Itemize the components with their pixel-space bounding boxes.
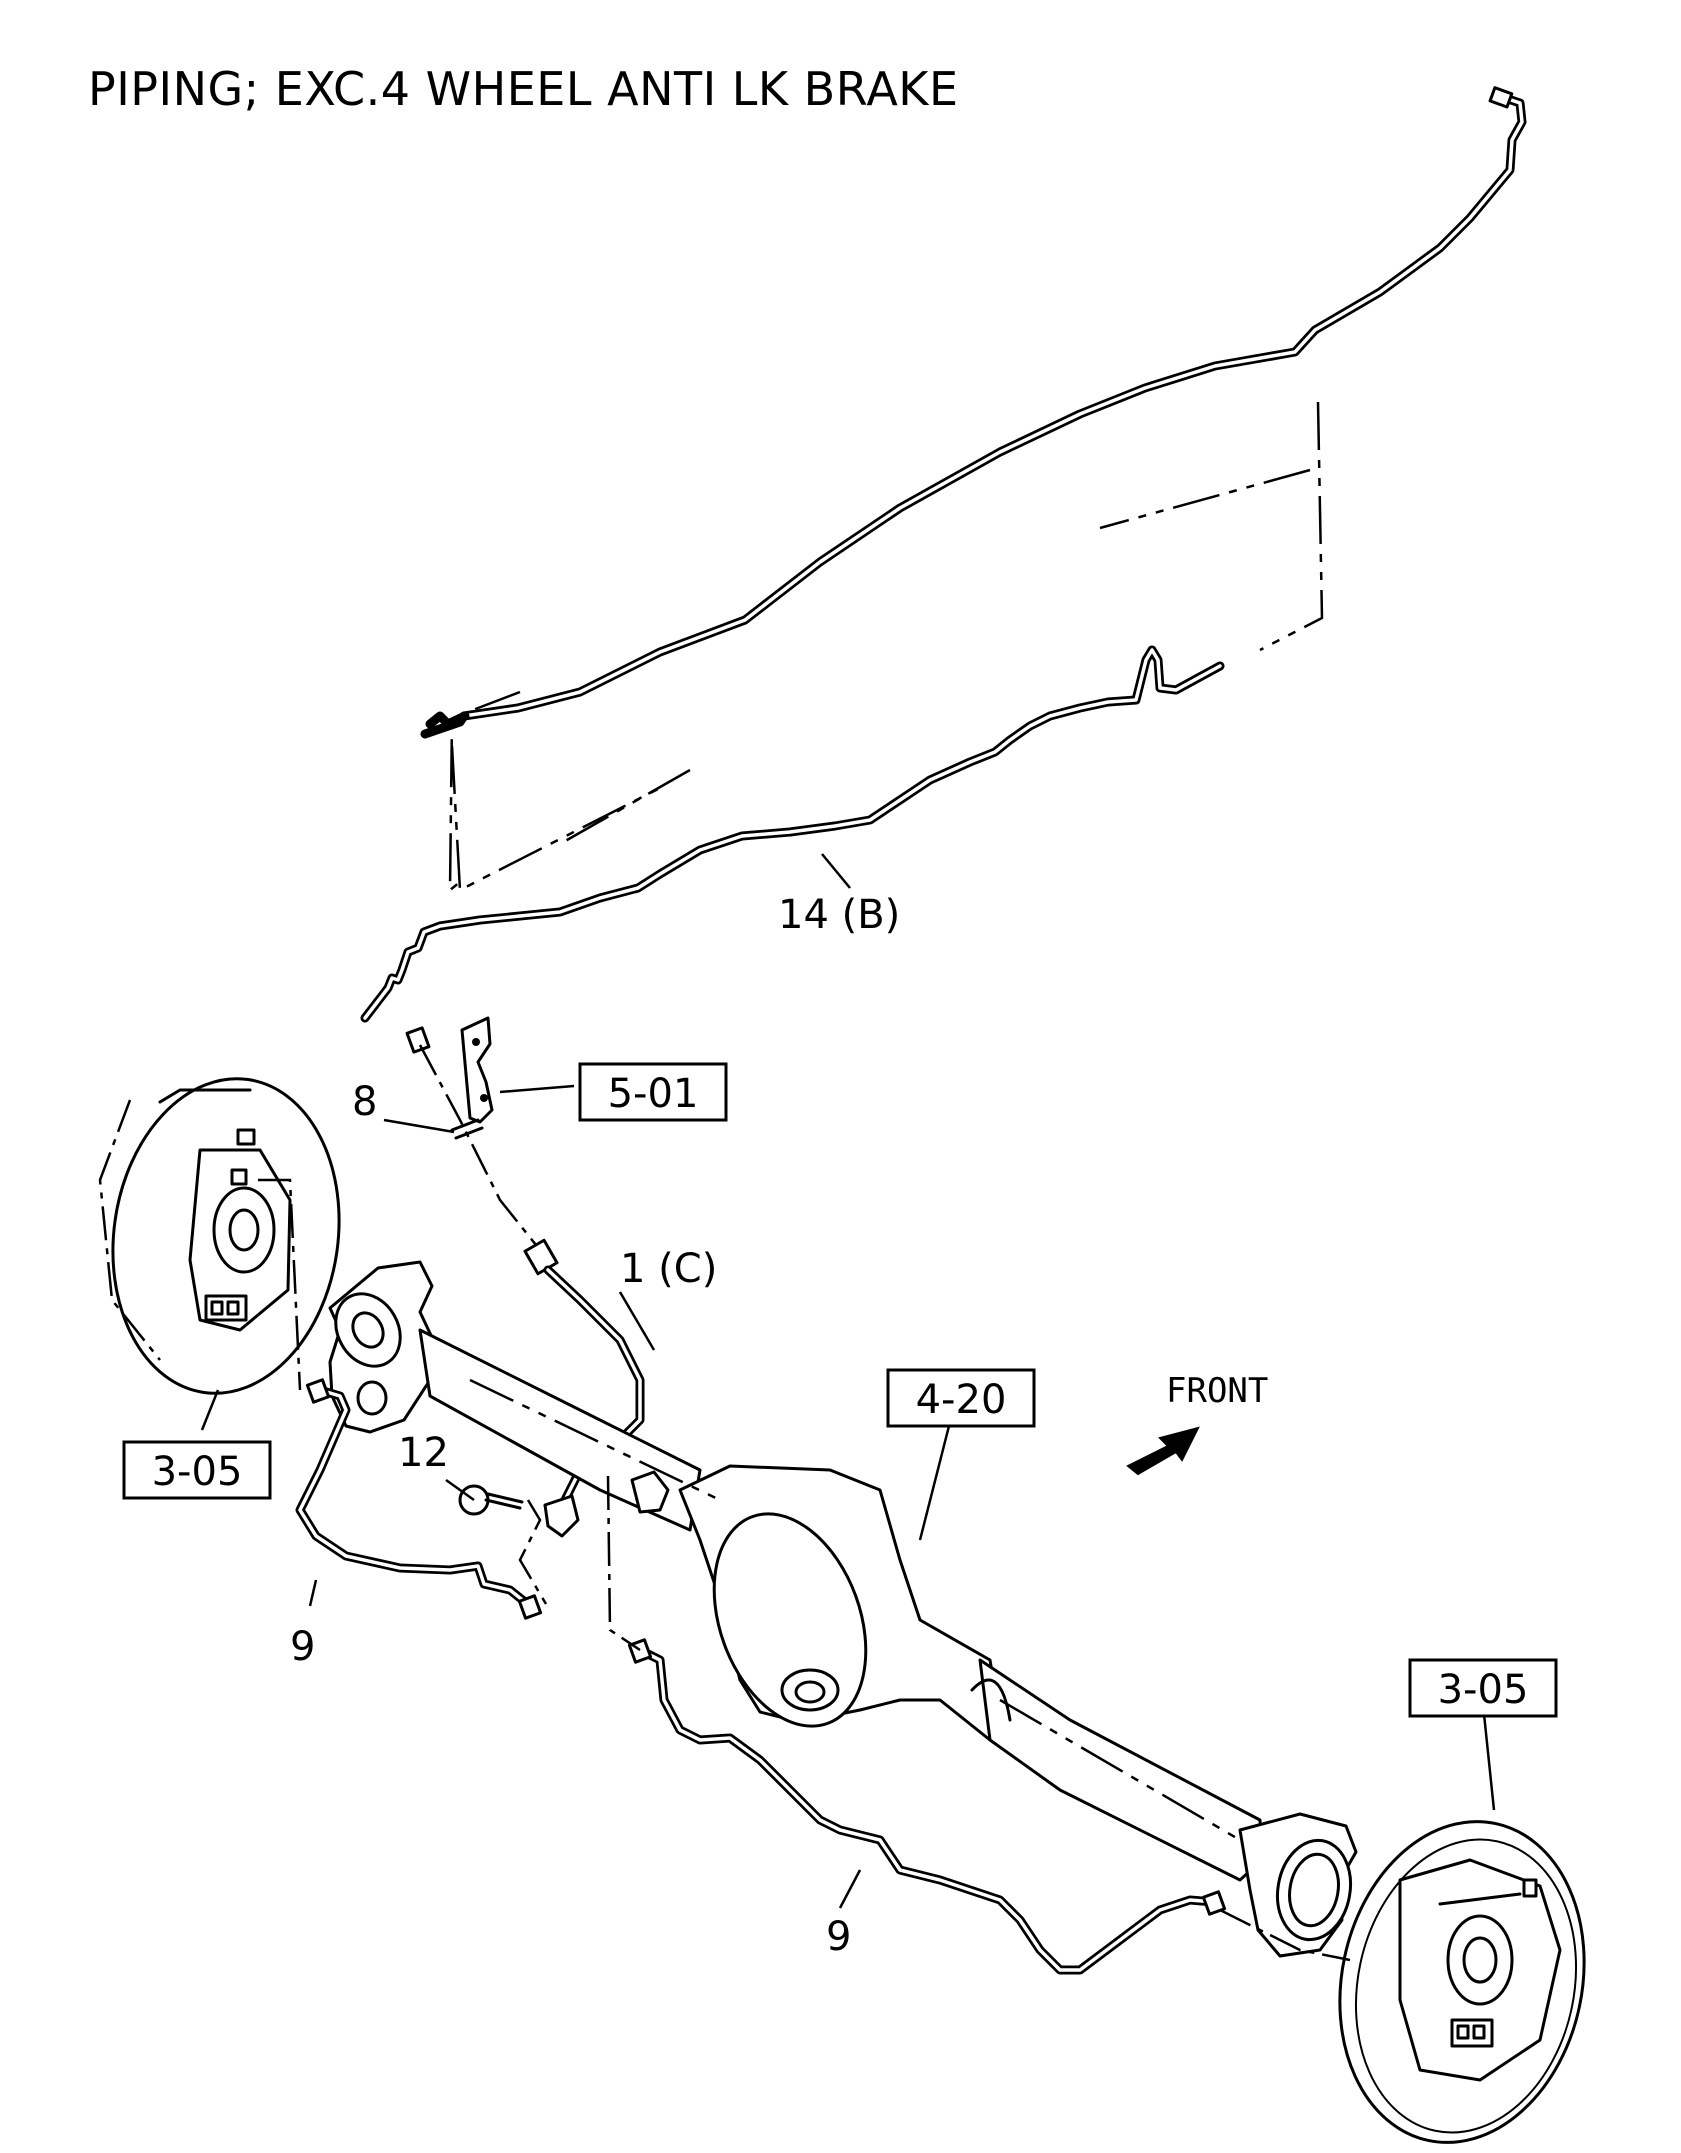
ref-box-axle[interactable]: 4-20 (886, 1368, 1036, 1428)
brake-pipe-14b[interactable] (360, 86, 1527, 1054)
brake-pipe-9-left[interactable] (258, 1178, 543, 1620)
bolt-12[interactable] (458, 1484, 524, 1516)
brake-pipe-9-right[interactable] (627, 1638, 1351, 1975)
ref-brake-left-text: 3-05 (152, 1449, 243, 1495)
ref-box-brake-right[interactable]: 3-05 (1408, 1658, 1558, 1718)
ref-box-brake-left[interactable]: 3-05 (122, 1440, 272, 1500)
ref-box-bracket[interactable]: 5-01 (578, 1062, 728, 1122)
front-arrow-icon (1126, 1426, 1200, 1476)
front-label: FRONT (1166, 1371, 1268, 1411)
assembly-centerline (418, 1044, 541, 1251)
label-pipe-9-left: 9 (290, 1624, 315, 1670)
ref-axle-text: 4-20 (916, 1377, 1007, 1423)
label-pipe-14b: 14 (B) (778, 892, 900, 938)
frame-phantom-lines (448, 401, 1324, 893)
brake-hose-1c[interactable] (523, 1238, 645, 1538)
pipe-bracket[interactable] (460, 1016, 494, 1124)
label-clip-8: 8 (352, 1079, 377, 1125)
label-hose-1c: 1 (C) (620, 1246, 717, 1292)
diagram-title: PIPING; EXC.4 WHEEL ANTI LK BRAKE (88, 62, 959, 116)
label-bolt-12: 12 (398, 1430, 449, 1476)
rear-axle-housing[interactable] (323, 1260, 1358, 1958)
brake-assembly-right[interactable] (1311, 1799, 1613, 2153)
leader-lines (200, 853, 1496, 1909)
ref-bracket-text: 5-01 (608, 1071, 699, 1117)
ref-brake-right-text: 3-05 (1438, 1667, 1529, 1713)
front-indicator: FRONT (1126, 1371, 1268, 1476)
three-way-connector[interactable] (518, 1470, 670, 1652)
label-pipe-9-right: 9 (826, 1914, 851, 1960)
clip-8[interactable] (450, 1118, 484, 1140)
brake-assembly-left[interactable] (93, 1064, 359, 1408)
